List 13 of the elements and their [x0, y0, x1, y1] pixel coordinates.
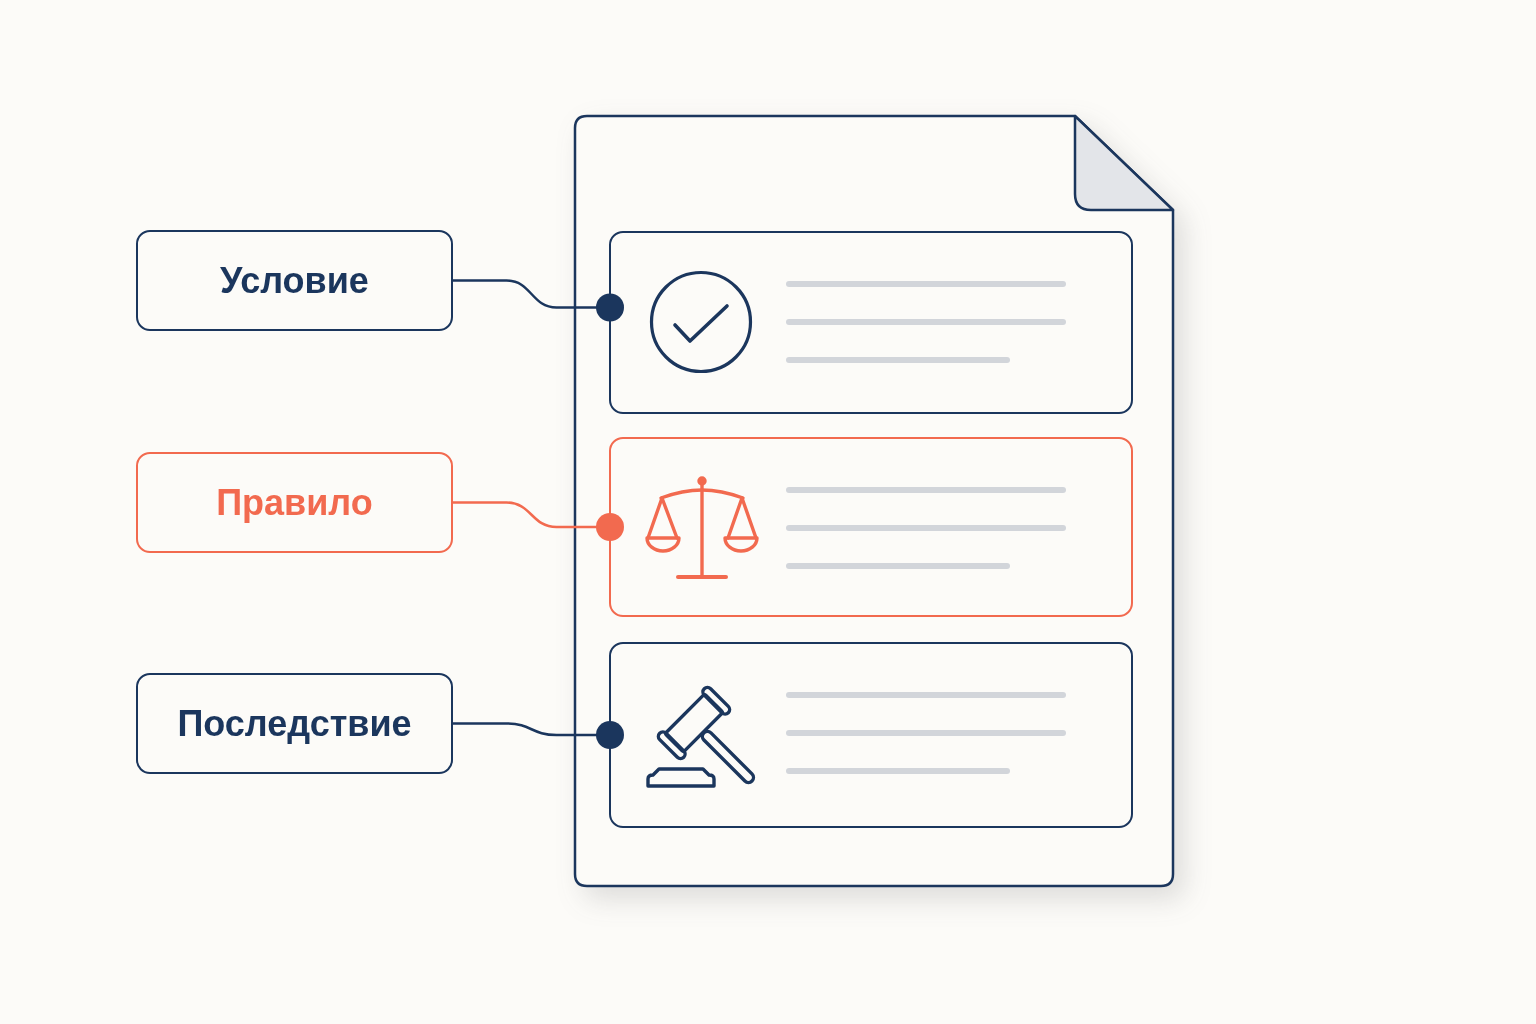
term-label: Последствие: [177, 702, 412, 745]
content-card: [609, 231, 1133, 414]
content-card: [609, 642, 1133, 828]
term-box: [136, 673, 453, 774]
connector-line: [453, 279, 624, 322]
connector-line: [453, 501, 624, 541]
document-page: [573, 114, 1175, 888]
content-card: [609, 437, 1133, 617]
term-box: [136, 452, 453, 553]
term-box: [136, 230, 453, 331]
term-label: Правило: [216, 481, 373, 524]
connector-line: [453, 721, 624, 749]
term-label: Условие: [220, 259, 369, 302]
